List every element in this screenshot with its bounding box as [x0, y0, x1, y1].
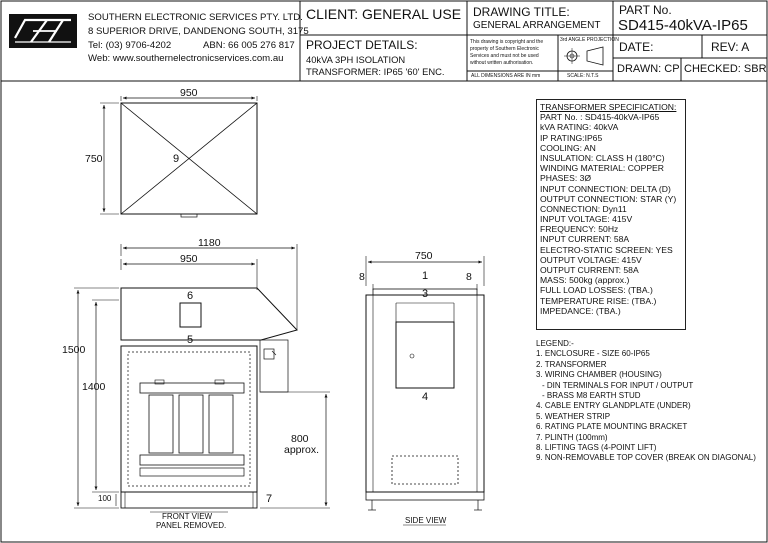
spec-line: PART No. : SD415-40kVA-IP65 [540, 112, 660, 123]
company-address: 8 SUPERIOR DRIVE, DANDENONG SOUTH, 3175 [88, 26, 309, 37]
transformer-specification: TRANSFORMER SPECIFICATION: PART No. : SD… [536, 99, 686, 330]
front-view-subcaption: PANEL REMOVED. [156, 521, 227, 530]
company-logo-icon [9, 14, 77, 48]
front-body-width-dim: 950 [180, 253, 198, 265]
spec-heading: TRANSFORMER SPECIFICATION: [540, 102, 677, 112]
spec-line: ELECTRO-STATIC SCREEN: YES [540, 244, 673, 255]
company-abn: ABN: 66 005 276 817 [203, 40, 295, 51]
date-label: DATE: [619, 40, 654, 54]
company-tel: Tel: (03) 9706-4202 [88, 40, 172, 51]
spec-line: CONNECTION: Dyn11 [540, 203, 627, 214]
callout-6: 6 [187, 290, 194, 302]
spec-line: INPUT CONNECTION: DELTA (D) [540, 183, 671, 194]
legend-item: 3. WIRING CHAMBER (HOUSING) [536, 370, 662, 380]
spec-line: IMPEDANCE: (TBA.) [540, 305, 621, 316]
front-height-overall-dim: 1500 [62, 344, 86, 356]
front-view-caption: FRONT VIEW [162, 512, 213, 521]
callout-7: 7 [266, 493, 273, 505]
front-overall-width-dim: 1180 [198, 237, 221, 249]
spec-line: OUTPUT CURRENT: 58A [540, 265, 639, 275]
drawn-by: DRAWN: CP [617, 63, 680, 75]
drawing-title-label: DRAWING TITLE: [473, 5, 570, 19]
side-depth-dim: 750 [415, 250, 433, 262]
legend: LEGEND:- 1. ENCLOSURE - SIZE 60-IP65 2. … [536, 339, 756, 464]
side-view [365, 256, 485, 526]
spec-line: IP RATING:IP65 [540, 132, 603, 143]
side-view-caption: SIDE VIEW [405, 516, 447, 525]
entry-height-dim: 800 [291, 433, 309, 445]
spec-line: WINDING MATERIAL: COPPER [540, 163, 664, 174]
legend-item: 6. RATING PLATE MOUNTING BRACKET [536, 422, 688, 432]
callout-1: 1 [422, 270, 429, 282]
legend-item: 8. LIFTING TAGS (4-POINT LIFT) [536, 442, 657, 452]
copyright-line-4: without written authorisation. [470, 60, 534, 66]
legend-item: 5. WEATHER STRIP [536, 411, 611, 421]
projection-label: 3rd ANGLE PROJECTION [560, 37, 619, 43]
callout-3: 3 [422, 288, 429, 300]
spec-line: kVA RATING: 40kVA [540, 122, 619, 133]
checked-by: CHECKED: SBR [684, 63, 767, 75]
scale-label: SCALE: N.T.S [567, 73, 599, 79]
legend-item: 7. PLINTH (100mm) [536, 432, 608, 442]
top-view [100, 96, 258, 218]
dimensions-note: ALL DIMENSIONS ARE IN mm [471, 73, 541, 79]
spec-line: COOLING: AN [540, 142, 596, 153]
copyright-line-1: This drawing is copyright and the [470, 39, 544, 45]
top-view-width-dim: 950 [180, 87, 198, 99]
legend-item: 2. TRANSFORMER [536, 359, 607, 369]
revision: REV: A [711, 40, 750, 54]
client-label: CLIENT: GENERAL USE [306, 6, 462, 22]
spec-line: MASS: 500kg (approx.) [540, 275, 630, 286]
part-number: SD415-40kVA-IP65 [618, 17, 748, 34]
top-view-depth-dim: 750 [85, 153, 103, 165]
spec-line: OUTPUT VOLTAGE: 415V [540, 254, 642, 265]
copyright-line-2: property of Southern Electronic [470, 46, 539, 52]
legend-item: 1. ENCLOSURE - SIZE 60-IP65 [536, 349, 650, 359]
entry-height-note: approx. [284, 444, 320, 456]
spec-line: PHASES: 3Ø [540, 173, 592, 184]
part-no-label: PART No. [619, 3, 672, 17]
callout-9: 9 [173, 153, 180, 165]
legend-item: 9. NON-REMOVABLE TOP COVER (BREAK ON DIA… [536, 453, 756, 463]
side-lip-left-dim: 8 [359, 271, 365, 283]
project-line-2: TRANSFORMER: IP65 '60' ENC. [306, 66, 445, 77]
legend-item: 4. CABLE ENTRY GLANDPLATE (UNDER) [536, 401, 691, 411]
copyright-line-3: Services and must not be used [470, 53, 539, 59]
company-website-link[interactable]: Web: www.southernelectronicservices.com.… [88, 53, 284, 64]
callout-5: 5 [187, 334, 194, 346]
spec-line: FULL LOAD LOSSES: (TBA.) [540, 285, 653, 296]
front-height-body-dim: 1400 [82, 381, 106, 393]
legend-heading: LEGEND:- [536, 339, 574, 348]
plinth-height-dim: 100 [98, 494, 112, 503]
side-lip-right-dim: 8 [466, 271, 472, 283]
spec-line: INPUT CURRENT: 58A [540, 234, 630, 245]
legend-item: - BRASS M8 EARTH STUD [542, 390, 641, 400]
front-view [74, 244, 330, 513]
drawing-title: GENERAL ARRANGEMENT [473, 20, 601, 31]
project-details-label: PROJECT DETAILS: [306, 38, 418, 52]
project-line-1: 40kVA 3PH ISOLATION [306, 54, 406, 65]
company-name: SOUTHERN ELECTRONIC SERVICES PTY. LTD. [88, 12, 303, 23]
callout-4: 4 [422, 391, 429, 403]
spec-line: INPUT VOLTAGE: 415V [540, 214, 633, 225]
spec-line: FREQUENCY: 50Hz [540, 224, 619, 235]
spec-line: TEMPERATURE RISE: (TBA.) [540, 295, 657, 306]
legend-item: - DIN TERMINALS FOR INPUT / OUTPUT [542, 380, 694, 390]
projection-symbol-icon [564, 46, 604, 66]
spec-line: INSULATION: CLASS H (180°C) [540, 152, 665, 163]
spec-line: OUTPUT CONNECTION: STAR (Y) [540, 193, 677, 204]
